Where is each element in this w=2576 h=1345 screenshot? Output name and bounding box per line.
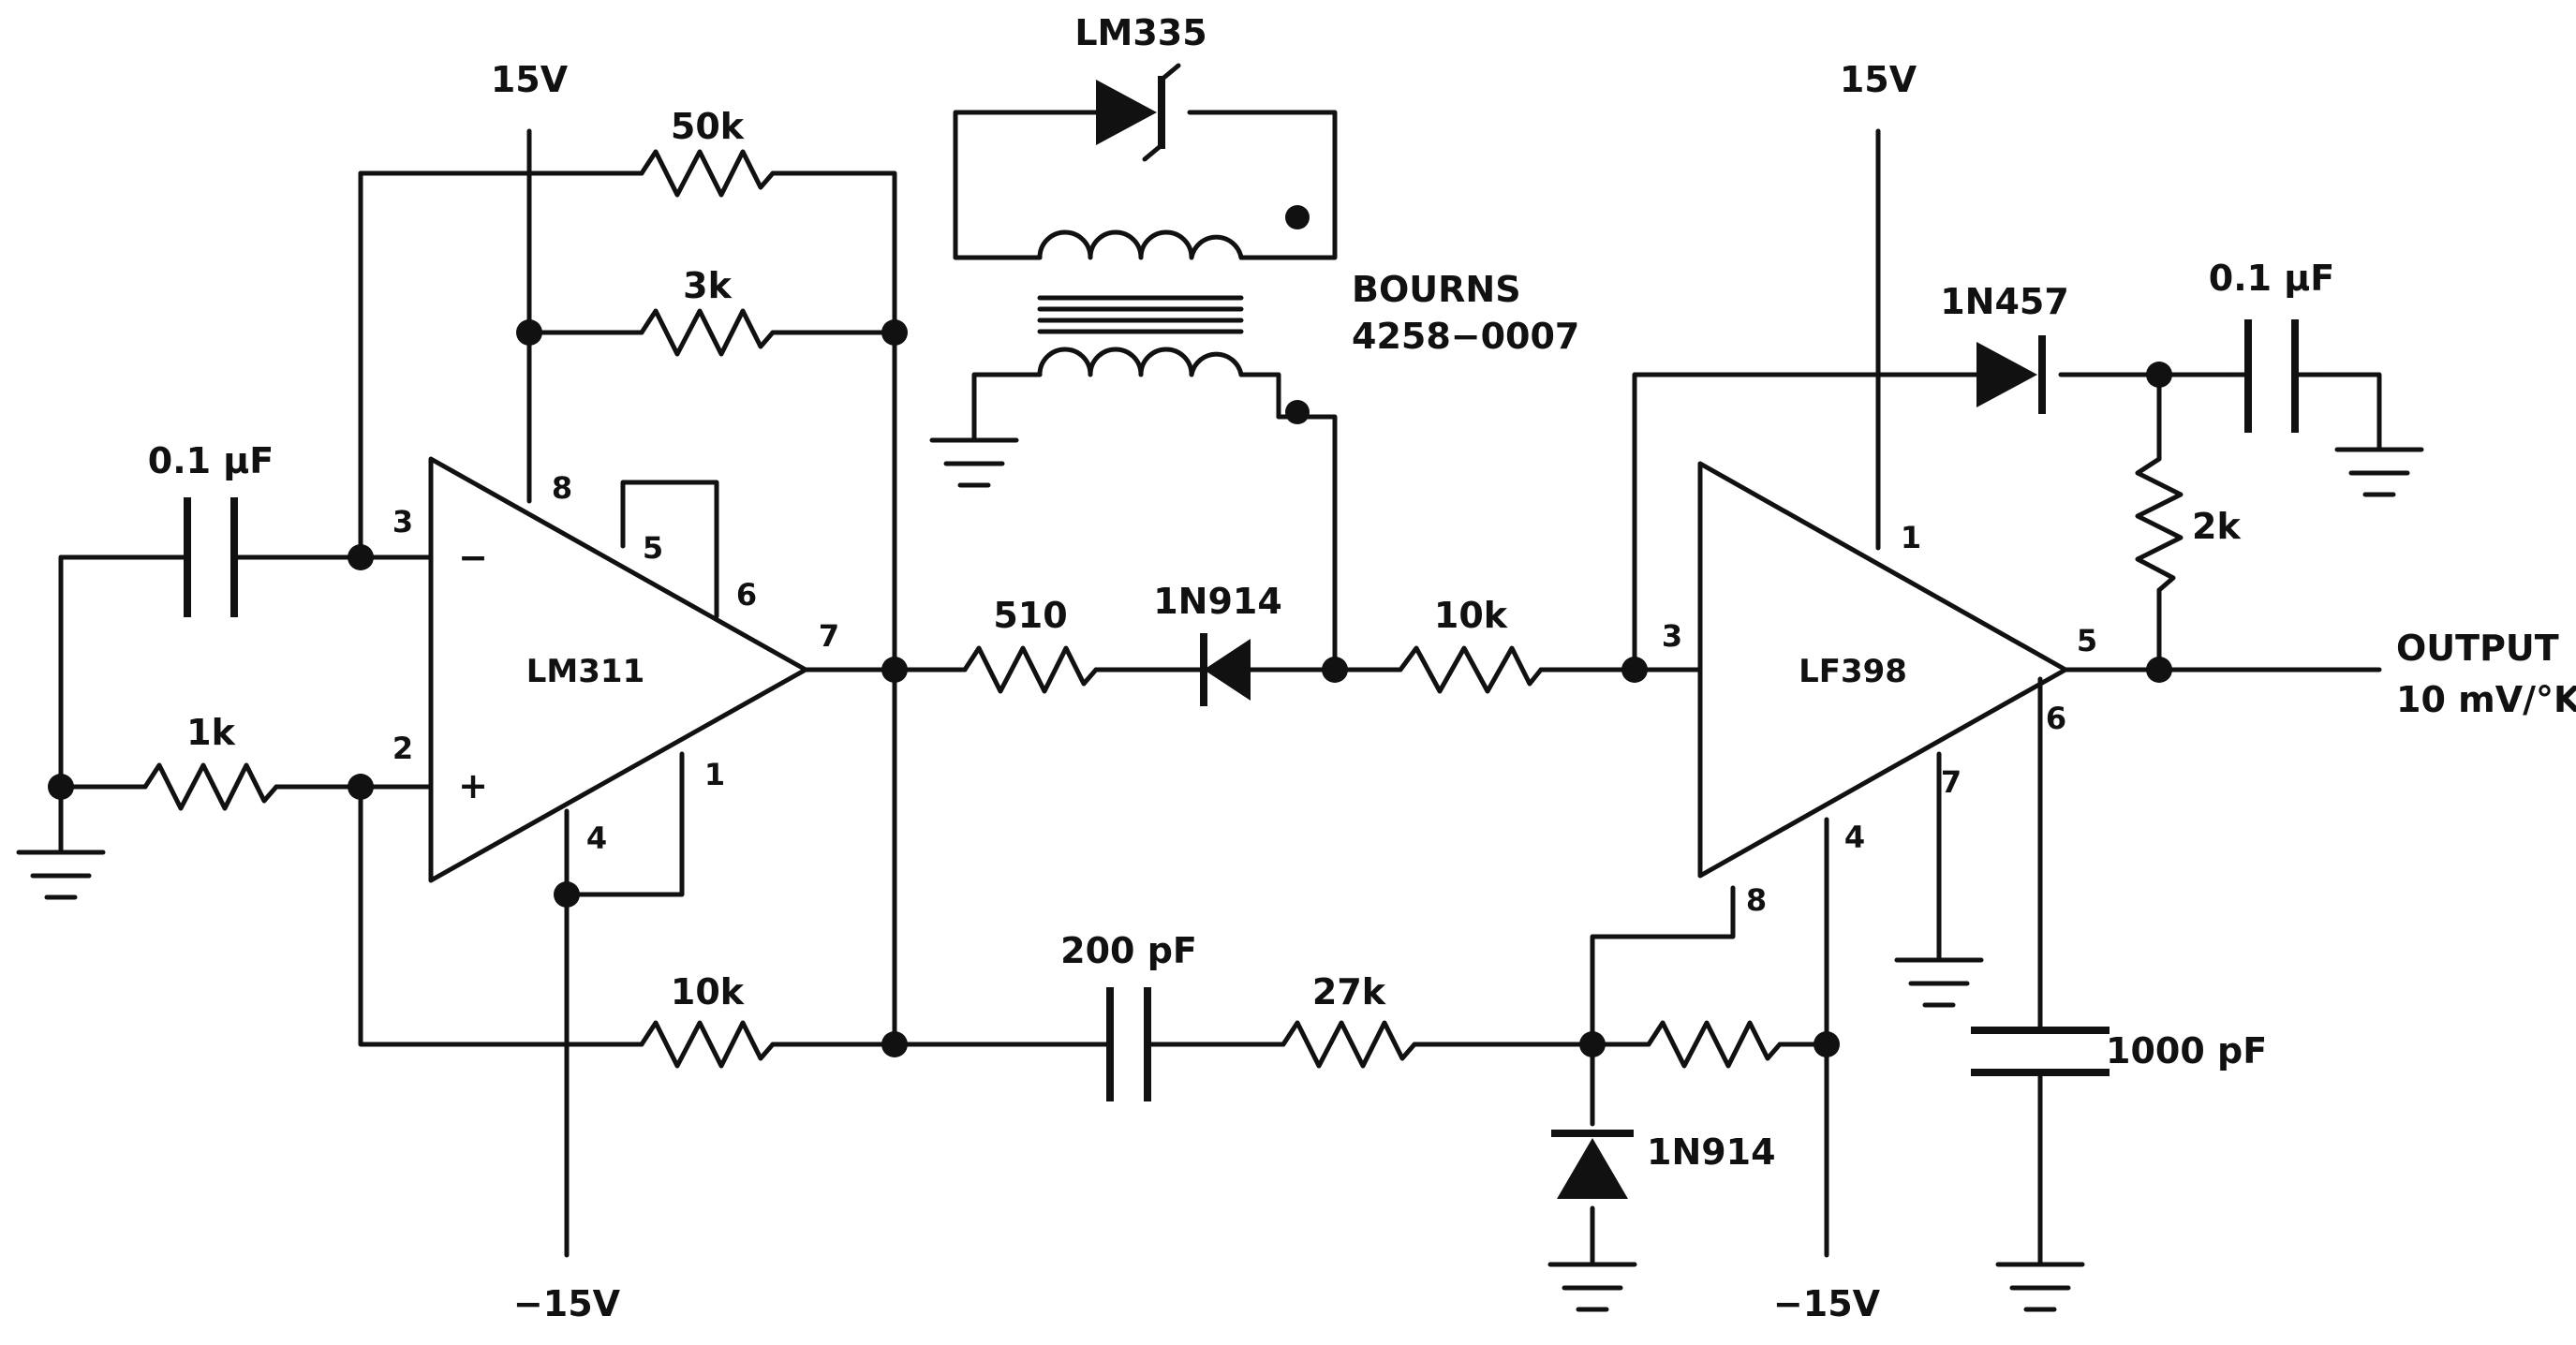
lm311-comparator: LM311 − + 3 2 8 5 6 7 1 4 — [392, 456, 839, 883]
lf398-pin-4: 4 — [1844, 820, 1865, 855]
resistor-27k — [1281, 1020, 1417, 1069]
label-1n914-top: 1N914 — [1153, 581, 1282, 622]
label-10k-feedback: 10k — [671, 971, 745, 1012]
ground-symbols — [16, 437, 2424, 1312]
label-bourns-part: 4258−0007 — [1352, 316, 1579, 357]
diode-1n914-top — [1177, 633, 1267, 706]
lm311-pin-5: 5 — [643, 530, 663, 566]
lm311-pin-1: 1 — [704, 757, 725, 792]
wires — [58, 110, 2382, 1267]
labels: 15V 15V −15V −15V 50k 3k 0.1 µF 1k 10k 5… — [148, 12, 2576, 1324]
label-510: 510 — [993, 595, 1067, 636]
capacitor-0-1uf-input — [170, 497, 251, 617]
label-27k: 27k — [1312, 971, 1386, 1012]
lf398-pin-1: 1 — [1901, 520, 1921, 555]
label-c-in: 0.1 µF — [148, 440, 274, 481]
label-50k: 50k — [671, 106, 745, 147]
resistor-3k — [639, 308, 776, 357]
lm311-pin-2: 2 — [392, 731, 413, 766]
label-2k: 2k — [2192, 506, 2241, 547]
diode-1n457 — [1976, 335, 2046, 414]
lf398-pin-5: 5 — [2077, 623, 2097, 658]
lm311-pin-6: 6 — [736, 577, 757, 613]
lm311-pin-7: 7 — [819, 618, 839, 654]
lm311-name: LM311 — [526, 653, 644, 690]
label-1n457: 1N457 — [1940, 281, 2069, 322]
lf398-pin-8: 8 — [1746, 882, 1767, 918]
transformer — [1037, 229, 1281, 420]
lf398-name: LF398 — [1799, 653, 1907, 690]
capacitor-200pf — [1098, 987, 1160, 1101]
capacitor-1000pf — [1971, 1027, 2110, 1076]
lf398-sample-hold: LF398 3 1 5 6 7 4 8 — [1662, 461, 2097, 918]
vplus-right-label: 15V — [1840, 59, 1917, 100]
label-3k: 3k — [683, 265, 732, 306]
lm311-pin-4: 4 — [586, 820, 607, 856]
ground-icon — [2334, 447, 2424, 497]
resistor-2k — [2135, 456, 2184, 593]
label-c-out: 0.1 µF — [2209, 258, 2334, 299]
resistor-10k-feedback — [639, 1020, 776, 1069]
vminus-left-label: −15V — [513, 1283, 621, 1324]
label-200pf: 200 pF — [1060, 930, 1197, 971]
diode-1n914-bottom — [1551, 1130, 1634, 1199]
label-1k: 1k — [186, 712, 235, 753]
lf398-pin-3: 3 — [1662, 618, 1682, 654]
lf398-pin-6: 6 — [2046, 701, 2066, 736]
label-1n914-bottom: 1N914 — [1647, 1131, 1776, 1173]
lm311-minus: − — [458, 537, 488, 578]
lf398-pin-7: 7 — [1941, 764, 1962, 800]
ground-icon — [16, 850, 106, 900]
label-lm335: LM335 — [1074, 12, 1207, 53]
vminus-right-label: −15V — [1773, 1283, 1881, 1324]
lm311-plus: + — [458, 765, 488, 806]
zener-lm335 — [1096, 63, 1181, 162]
label-1000pf: 1000 pF — [2106, 1030, 2267, 1072]
lm311-pin-3: 3 — [392, 504, 413, 539]
lm311-pin-8: 8 — [552, 470, 572, 506]
resistor-510 — [962, 645, 1099, 694]
output-scale-label: 10 mV/°K — [2396, 679, 2576, 720]
junction-dots — [48, 205, 2172, 1057]
capacitor-0-1uf-output — [2227, 319, 2317, 433]
resistor-bottom-right — [1646, 1020, 1783, 1069]
output-label: OUTPUT — [2396, 628, 2559, 669]
resistor-10k-input — [1398, 645, 1544, 694]
ground-icon — [1547, 1262, 1637, 1312]
vplus-left-label: 15V — [491, 59, 569, 100]
ground-icon — [1894, 957, 1984, 1008]
label-10k-input: 10k — [1434, 595, 1508, 636]
ground-icon — [929, 437, 1019, 488]
resistor-50k — [639, 149, 776, 198]
resistor-1k — [142, 762, 279, 811]
ground-icon — [1995, 1262, 2085, 1312]
label-bourns: BOURNS — [1352, 269, 1521, 310]
